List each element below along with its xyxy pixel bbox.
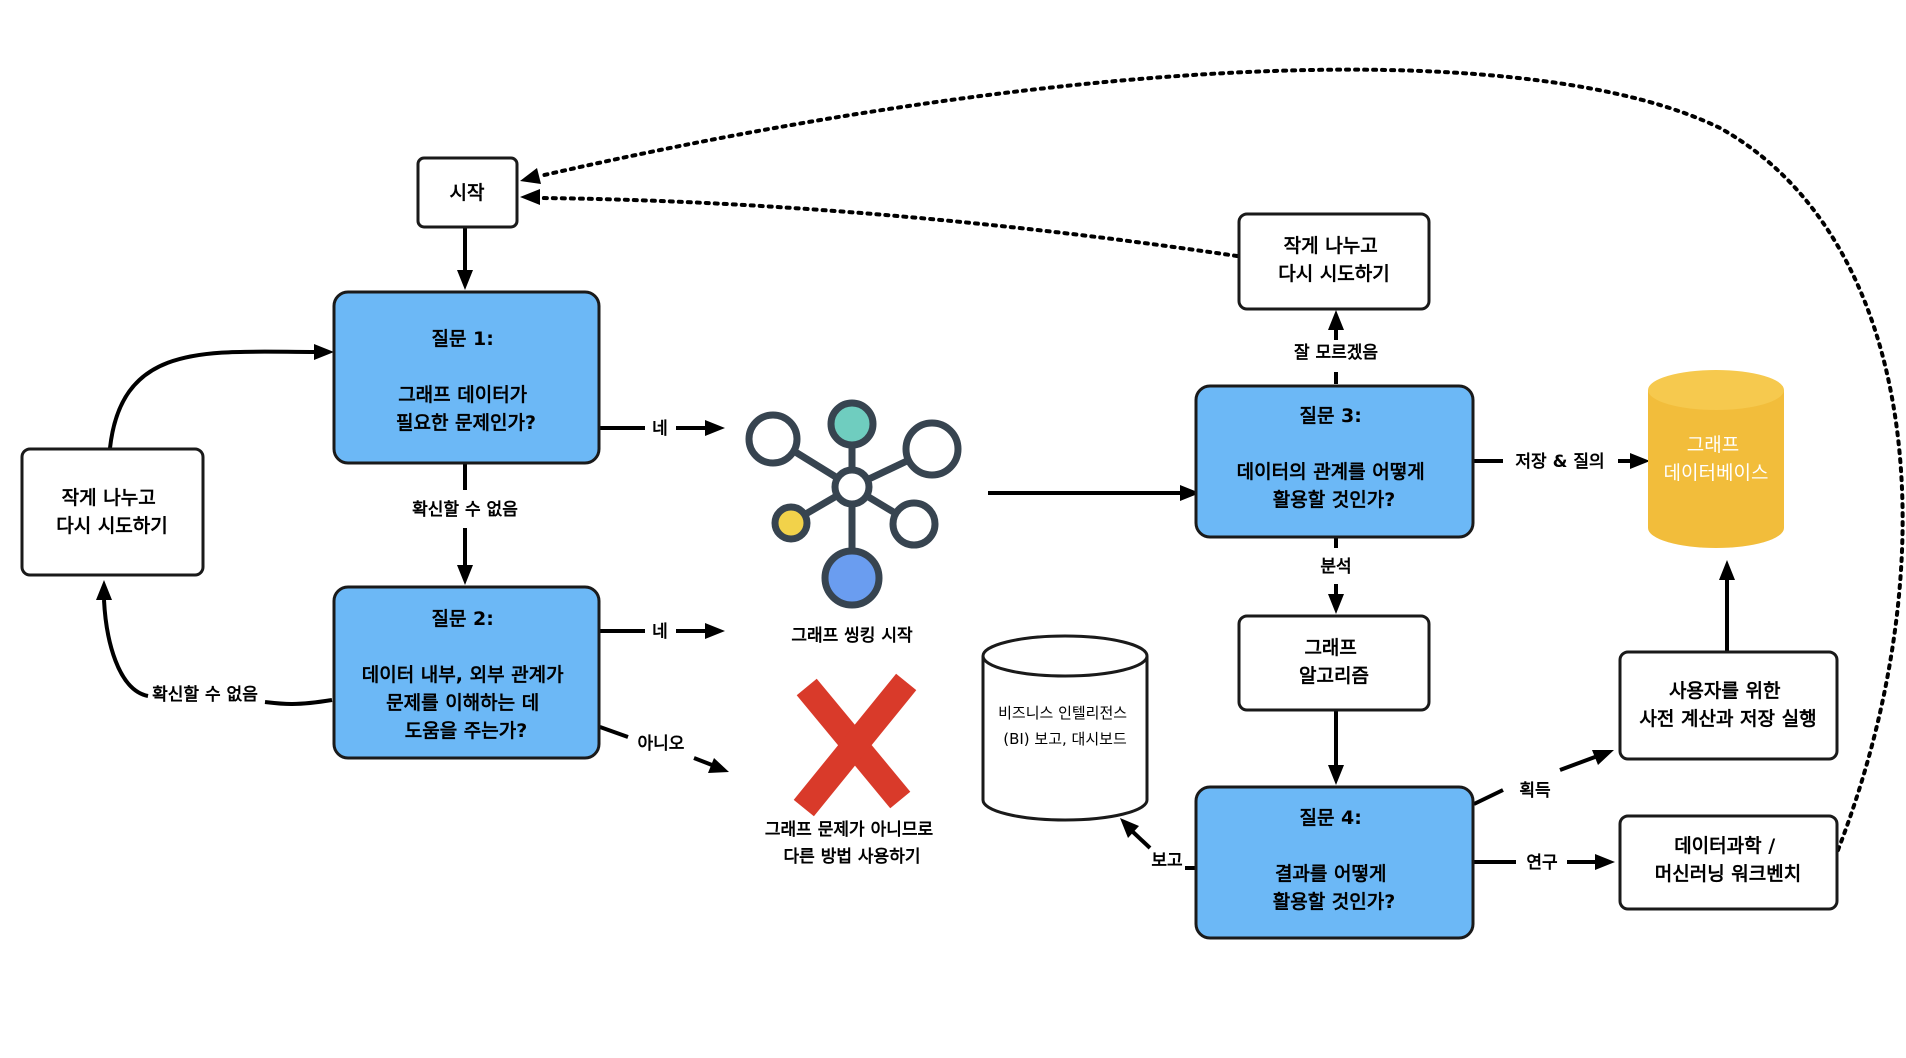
edge-q4-precompute	[1473, 788, 1504, 806]
workbench-line-2: 머신러닝 워크벤치	[1655, 863, 1801, 885]
start-label: 시작	[450, 182, 485, 204]
q1-line-2: 그래프 데이터가	[398, 384, 527, 406]
question-3-node: 질문 3: 데이터의 관계를 어떻게 활용할 것인가?	[1194, 384, 1475, 539]
svg-text:사용자를 위한 사전 계산과 저장 실행: 사용자를 위한 사전 계산과 저장 실행	[1639, 680, 1816, 730]
not-graph-line-2: 다른 방법 사용하기	[784, 847, 921, 867]
precompute-line-1: 사용자를 위한	[1669, 680, 1781, 702]
q2-line-4: 도움을 주는가?	[405, 720, 528, 742]
graph-db-line-2: 데이터베이스	[1664, 462, 1769, 484]
edge-q2-retry-left	[264, 698, 333, 706]
precompute-node: 사용자를 위한 사전 계산과 저장 실행	[1618, 650, 1839, 761]
algorithms-node: 그래프 알고리즘	[1237, 614, 1431, 712]
retry-left-line-1: 작게 나누고	[62, 487, 156, 509]
svg-text:질문 2: 데이터 내부, 외부 관계가: 질문 2: 데이터 내부, 외부 관계가 문제를 이해하는 데 도움을 주는가?	[362, 608, 571, 742]
q3-line-3: 활용할 것인가?	[1273, 488, 1396, 511]
retry-top-line-2: 다시 시도하기	[1278, 263, 1390, 285]
graph-network-icon	[745, 399, 962, 609]
edge-workbench-start	[538, 67, 1905, 852]
start-node: 시작	[416, 156, 519, 229]
edge-label-q2-unsure: 확신할 수 없음	[152, 685, 258, 705]
workbench-line-1: 데이터과학 /	[1674, 835, 1775, 857]
q1-line-3: 필요한 문제인가?	[396, 412, 536, 434]
q3-line-2: 데이터의 관계를 어떻게	[1237, 461, 1425, 483]
edge-label-q2-yes: 네	[652, 622, 668, 642]
edge-label-q4-acquire: 획득	[1519, 781, 1551, 801]
cross-icon	[793, 673, 917, 817]
edge-label-q1-unsure: 확신할 수 없음	[412, 500, 518, 520]
svg-text:그래프 문제가 아니므로 다른 방법 사용하기: 그래프 문제가 아니므로 다른 방법 사용하기	[765, 820, 939, 867]
retry-top-line-1: 작게 나누고	[1284, 235, 1378, 257]
edge-label-q2-no: 아니오	[638, 734, 685, 754]
q4-title: 질문 4:	[1299, 807, 1361, 829]
edge-label-q4-report: 보고	[1151, 851, 1183, 871]
retry-top-node: 작게 나누고 다시 시도하기	[1237, 212, 1431, 311]
svg-text:질문 3: 데이터의 관계를 어떻게: 질문 3: 데이터의 관계를 어떻게 활용할 것인가?	[1237, 405, 1432, 511]
graph-thinking-label: 그래프 씽킹 시작	[791, 626, 913, 646]
edge-label-q3-unsure: 잘 모르겠음	[1294, 342, 1378, 363]
edge-label-q1-yes: 네	[652, 419, 668, 439]
question-4-node: 질문 4: 결과를 어떻게 활용할 것인가?	[1194, 785, 1475, 940]
retry-left-node: 작게 나누고 다시 시도하기	[20, 447, 205, 577]
question-2-node: 질문 2: 데이터 내부, 외부 관계가 문제를 이해하는 데 도움을 주는가?	[332, 585, 601, 760]
not-graph-line-1: 그래프 문제가 아니므로	[765, 820, 934, 840]
algorithms-line-2: 알고리즘	[1299, 665, 1369, 687]
question-1-node: 질문 1: 그래프 데이터가 필요한 문제인가?	[332, 290, 601, 465]
q4-line-2: 결과를 어떻게	[1275, 863, 1387, 885]
q2-title: 질문 2:	[431, 608, 493, 630]
edge-label-q3-analyze: 분석	[1320, 557, 1351, 577]
bi-line-1: 비즈니스 인텔리전스	[998, 704, 1127, 722]
edge-retry-left-q1	[108, 349, 317, 449]
workbench-node: 데이터과학 / 머신러닝 워크벤치	[1618, 814, 1839, 911]
svg-text:데이터과학 / 머신러닝 워크벤치: 데이터과학 / 머신러닝 워크벤치	[1655, 835, 1801, 885]
edge-label-q3-store: 저장 & 질의	[1515, 451, 1604, 472]
q3-title: 질문 3:	[1299, 405, 1361, 427]
svg-text:그래프 데이터베이스: 그래프 데이터베이스	[1664, 434, 1769, 484]
precompute-line-2: 사전 계산과 저장 실행	[1639, 708, 1816, 730]
retry-left-line-2: 다시 시도하기	[56, 515, 168, 537]
svg-text:질문 4: 결과를 어떻게 활용할: 질문 4: 결과를 어떻게 활용할 것인가?	[1273, 807, 1396, 913]
q2-line-2: 데이터 내부, 외부 관계가	[362, 664, 564, 686]
svg-text:그래프 알고리즘: 그래프 알고리즘	[1299, 637, 1369, 687]
svg-text:비즈니스 인텔리전스 (BI) 보고, 대시보드: 비즈니스 인텔리전스 (BI) 보고, 대시보드	[998, 704, 1132, 748]
graph-database-cylinder: 그래프 데이터베이스	[1648, 370, 1784, 548]
bi-line-2: (BI) 보고, 대시보드	[1003, 730, 1127, 748]
edge-retry-top-start	[538, 196, 1239, 258]
q1-title: 질문 1:	[431, 328, 493, 350]
svg-text:작게 나누고 다시 시도하기: 작게 나누고 다시 시도하기	[1278, 235, 1390, 285]
edge-q2-no	[599, 725, 629, 739]
q2-line-3: 문제를 이해하는 데	[386, 692, 539, 714]
svg-text:작게 나누고 다시 시도하기: 작게 나누고 다시 시도하기	[56, 487, 168, 537]
edge-label-q4-research: 연구	[1526, 853, 1558, 873]
q4-line-3: 활용할 것인가?	[1273, 890, 1396, 913]
algorithms-line-1: 그래프	[1304, 637, 1356, 659]
svg-text:질문 1: 그래프 데이터가 필요한: 질문 1: 그래프 데이터가 필요한 문제인가?	[396, 328, 536, 434]
bi-cylinder: 비즈니스 인텔리전스 (BI) 보고, 대시보드	[981, 634, 1149, 822]
graph-db-line-1: 그래프	[1687, 434, 1739, 456]
